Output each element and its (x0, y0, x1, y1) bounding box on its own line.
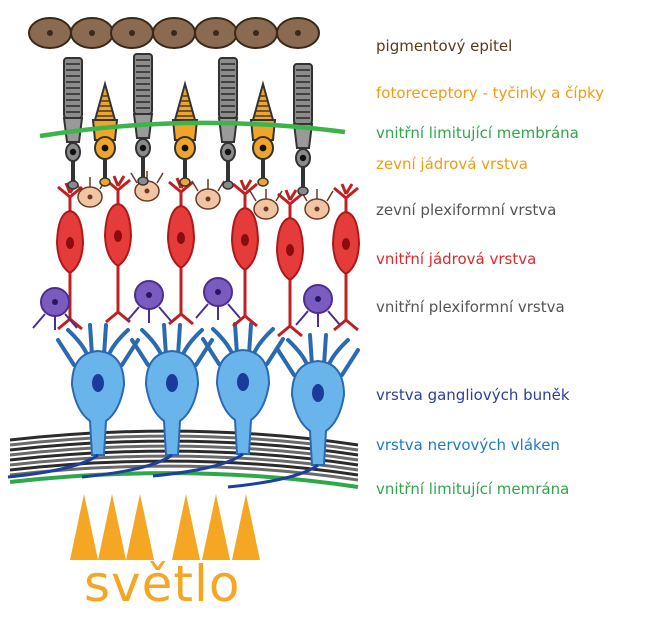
label-photoreceptors: fotoreceptory - tyčinky a čípky (376, 84, 604, 102)
label-ganglion-cell-layer: vrstva gangliových buněk (376, 386, 570, 404)
bipolar-nucleus (342, 238, 350, 250)
amacrine-nucleus (146, 292, 152, 298)
light-ray (98, 494, 126, 560)
horizontal-nucleus (88, 195, 93, 200)
pigment-cell-nucleus (213, 30, 219, 36)
nerve-fiber-bundle (10, 431, 358, 487)
cone-terminal (180, 178, 190, 186)
rod-nucleus (300, 155, 306, 161)
bipolar-dendrite (233, 180, 257, 210)
bipolar-nucleus (241, 234, 249, 246)
rod-nucleus (225, 149, 231, 155)
light-ray (172, 494, 200, 560)
cone-terminal (100, 178, 110, 186)
cone-nucleus (102, 145, 109, 152)
ganglion-nucleus (312, 384, 324, 402)
horizontal-nucleus (206, 197, 211, 202)
bipolar-axon (106, 266, 130, 322)
cone-outer-segment (95, 84, 115, 120)
ganglion-cell-body (292, 361, 344, 465)
label-pigment-epithelium: pigmentový epitel (376, 37, 512, 55)
bipolar-dendrite (278, 190, 302, 220)
horizontal-nucleus (315, 207, 320, 212)
pigment-cell-nucleus (129, 30, 135, 36)
bipolar-axon (278, 280, 302, 336)
light-ray (232, 494, 260, 560)
label-inner-plexiform-layer: vnitřní plexiformní vrstva (376, 298, 565, 316)
pigment-cell-nucleus (171, 30, 177, 36)
cone-outer-segment (175, 84, 195, 120)
label-nerve-fiber-layer: vrstva nervových vláken (376, 436, 560, 454)
bipolar-axon (169, 268, 193, 324)
bipolar-nucleus (286, 244, 294, 256)
label-outer-plexiform-layer: zevní plexiformní vrstva (376, 201, 556, 219)
rod-terminal (298, 187, 308, 195)
horizontal-nucleus (264, 207, 269, 212)
rod-nucleus (140, 145, 146, 151)
ganglion-nucleus (166, 374, 178, 392)
light-ray (202, 494, 230, 560)
ganglion-cell-body (146, 351, 198, 455)
pigment-epithelium-cells (29, 18, 319, 48)
label-outer-limiting-membrane: vnitřní limitující membrána (376, 124, 579, 142)
label-inner-nuclear-layer: vnitřní jádrová vrstva (376, 250, 536, 268)
rod-nucleus (70, 149, 76, 155)
horizontal-nucleus (145, 189, 150, 194)
light-rays (70, 494, 260, 560)
amacrine-nucleus (52, 299, 58, 305)
rod-terminal (68, 181, 78, 189)
cone-outer-segment (253, 84, 273, 120)
rod-terminal (223, 181, 233, 189)
cone-nucleus (182, 145, 189, 152)
ganglion-nucleus (237, 373, 249, 391)
light-label: světlo (84, 556, 241, 612)
pigment-cell-nucleus (253, 30, 259, 36)
pigment-cell-nucleus (295, 30, 301, 36)
cone-nucleus (260, 145, 267, 152)
bipolar-axon (233, 270, 257, 326)
light-ray (70, 494, 98, 560)
bipolar-dendrite (334, 184, 358, 214)
pigment-cell-nucleus (47, 30, 53, 36)
rod-terminal (138, 177, 148, 185)
ganglion-nucleus (92, 374, 104, 392)
inner-limiting-membrane-line (10, 473, 358, 487)
bipolar-nucleus (177, 232, 185, 244)
light-ray (126, 494, 154, 560)
label-outer-nuclear-layer: zevní jádrová vrstva (376, 155, 528, 173)
bipolar-nucleus (66, 237, 74, 249)
amacrine-nucleus (215, 289, 221, 295)
bipolar-nucleus (114, 230, 122, 242)
amacrine-nucleus (315, 296, 321, 302)
cone-terminal (258, 178, 268, 186)
amacrine-cells (33, 278, 340, 330)
pigment-cell-nucleus (89, 30, 95, 36)
label-inner-limiting-membrane: vnitřní limitující memrána (376, 480, 569, 498)
